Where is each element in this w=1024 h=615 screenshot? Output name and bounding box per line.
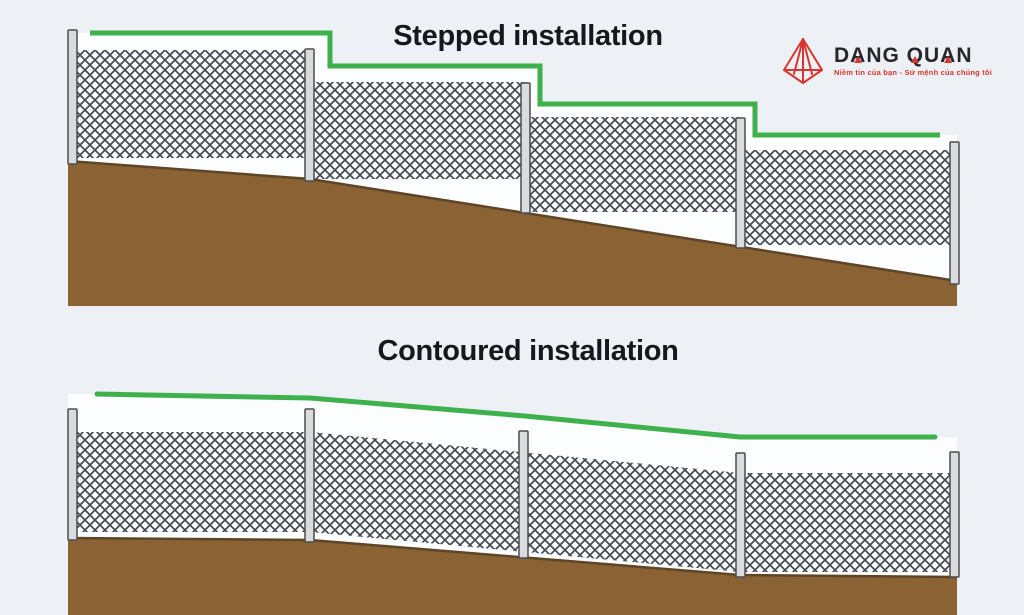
- stepped-diagram: [67, 29, 960, 306]
- contoured-mesh-band: [72, 432, 955, 572]
- pyramid-icon: [782, 38, 823, 84]
- fence-post: [949, 451, 960, 578]
- fence-post: [518, 430, 529, 559]
- contoured-ground: [68, 538, 957, 615]
- contoured-fence-posts: [67, 408, 960, 578]
- stepped-title: Stepped installation: [393, 20, 663, 52]
- stepped-mesh-panel-4: [740, 150, 955, 245]
- stepped-mesh-panel-1: [72, 50, 310, 158]
- stepped-mesh-panel-3: [527, 117, 740, 212]
- stepped-top-rail: [90, 30, 940, 138]
- fence-post: [67, 408, 78, 541]
- fence-post: [304, 408, 315, 543]
- fence-post: [67, 29, 78, 165]
- contoured-title: Contoured installation: [377, 335, 679, 367]
- contoured-top-rail: [94, 391, 938, 440]
- stepped-mesh-panel-2: [310, 82, 527, 179]
- stepped-ground: [68, 161, 957, 306]
- fence-post: [520, 82, 531, 214]
- stepped-fence-posts: [67, 29, 960, 285]
- logo-name: DANG QUAN: [833, 44, 973, 68]
- fence-post: [735, 117, 746, 249]
- brand-logo: DANG QUAN Niềm tin của bạn - Sứ mệnh của…: [781, 36, 992, 86]
- logo-tagline: Niềm tin của bạn - Sứ mệnh của chúng tôi: [833, 68, 992, 78]
- fence-post: [304, 48, 315, 182]
- brand-text: DANG QUAN Niềm tin của bạn - Sứ mệnh của…: [834, 45, 992, 77]
- contoured-diagram: [67, 391, 960, 615]
- fence-post: [735, 452, 746, 578]
- fence-post: [949, 141, 960, 285]
